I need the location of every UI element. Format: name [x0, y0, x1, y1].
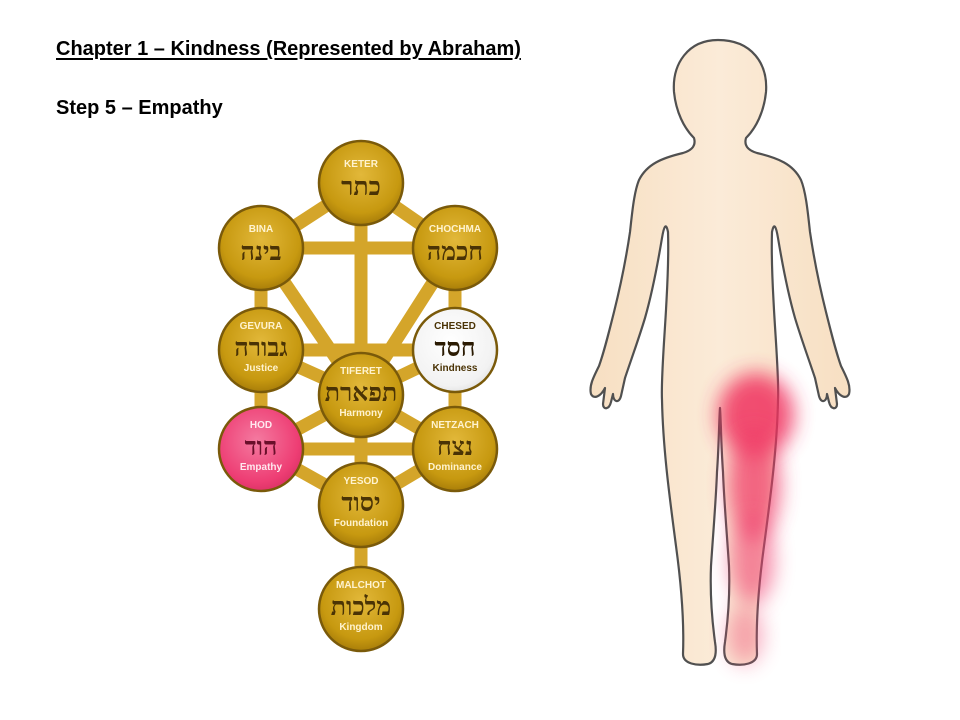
- sefira-name: MALCHOT: [336, 580, 386, 591]
- sefira-name: KETER: [344, 159, 379, 170]
- sefira-hebrew: הוד: [245, 432, 278, 461]
- sefira-hebrew: גבורה: [234, 333, 287, 362]
- sefira-circle-chesed: [411, 306, 499, 394]
- sefira-circle-tiferet: [317, 351, 405, 439]
- sefira-hebrew: מלכות: [331, 592, 391, 621]
- sefira-name: CHESED: [434, 321, 476, 332]
- sefira-circle-chochma: [411, 204, 499, 292]
- sefira-name: YESOD: [343, 476, 378, 487]
- tree-nodes: KETER כתר BINA בינה CHOCHMA חכמה GEVURAגבורהJu…: [217, 139, 499, 653]
- sefira-name: TIFERET: [340, 366, 382, 377]
- sefira-name: BINA: [249, 224, 273, 235]
- sefira-hebrew: נצח: [437, 432, 473, 461]
- sefira-meaning: Dominance: [428, 462, 482, 473]
- sefira-circle-gevura: [217, 306, 305, 394]
- sefira-circle-yesod: [317, 461, 405, 549]
- sefira-meaning: Foundation: [334, 518, 388, 529]
- sefira-circle-keter: [317, 139, 405, 227]
- sefira-circle-hod: [217, 405, 305, 493]
- sefira-name: CHOCHMA: [429, 224, 481, 235]
- highlight-glow: [718, 373, 794, 665]
- sefira-hebrew: תפארת: [325, 378, 397, 407]
- sefira-meaning: Kingdom: [339, 622, 382, 633]
- page-title: Chapter 1 – Kindness (Represented by Abr…: [56, 38, 521, 60]
- sefira-name: HOD: [250, 420, 272, 431]
- sefira-circle-bina: [217, 204, 305, 292]
- sefira-meaning: Empathy: [240, 462, 283, 473]
- sefira-hebrew: חסד: [434, 333, 475, 362]
- sefira-hebrew: חכמה: [427, 237, 483, 266]
- sefira-chochma: CHOCHMA חכמה: [411, 204, 499, 292]
- sefira-hebrew: כתר: [341, 172, 381, 201]
- step-subtitle: Step 5 – Empathy: [56, 97, 223, 119]
- sefira-meaning: Harmony: [339, 408, 383, 419]
- sefira-name: GEVURA: [240, 321, 283, 332]
- sefira-keter: KETER כתר: [317, 139, 405, 227]
- sefira-circle-malchot: [317, 565, 405, 653]
- body-silhouette: [589, 38, 851, 666]
- sefira-hebrew: יסוד: [341, 488, 380, 517]
- sefira-name: NETZACH: [431, 420, 479, 431]
- sefira-meaning: Kindness: [432, 363, 477, 374]
- sefira-meaning: Justice: [244, 363, 279, 374]
- sefira-hebrew: בינה: [240, 237, 281, 266]
- sefira-bina: BINA בינה: [217, 204, 305, 292]
- sefira-circle-netzach: [411, 405, 499, 493]
